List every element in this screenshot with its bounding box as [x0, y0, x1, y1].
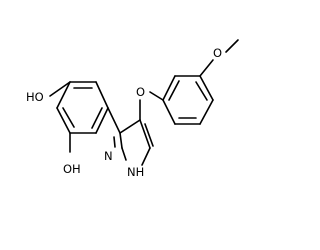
- bond: [225, 39, 239, 53]
- double-bond-inner: [62, 107, 75, 128]
- bond: [56, 81, 71, 109]
- bond: [149, 91, 164, 101]
- methoxy-bonds: [199, 39, 239, 77]
- double-bond-inner: [91, 107, 103, 129]
- structure-canvas: HO OH N NH O: [26, 39, 239, 179]
- molecule-diagram: HO OH N NH O: [26, 39, 239, 179]
- biaryl-bond: [107, 107, 121, 134]
- hydroxyl-label-bottom: OH: [63, 162, 81, 176]
- bond: [162, 99, 176, 125]
- bond: [56, 107, 71, 134]
- bond: [49, 81, 71, 97]
- bond: [107, 107, 121, 134]
- double-bond-inner: [168, 80, 180, 101]
- ether-o-label: O: [136, 85, 145, 99]
- double-bond-inner: [144, 123, 154, 147]
- bond: [199, 99, 214, 125]
- bond: [199, 59, 214, 77]
- bond: [119, 119, 141, 134]
- ho-top-bond: [49, 81, 71, 97]
- double-bond-inner: [113, 136, 116, 148]
- methoxy-o-label: O: [213, 46, 222, 60]
- pyrazole-ring: [113, 119, 154, 166]
- pyrazole-n-label: N: [104, 149, 113, 163]
- pyrazole-nh-label: NH: [127, 165, 144, 179]
- resorcinol-ring: [56, 81, 109, 134]
- bond: [95, 81, 109, 109]
- bond: [95, 107, 109, 134]
- ether-bonds: [139, 91, 164, 121]
- bond: [162, 75, 176, 101]
- bond: [121, 147, 127, 161]
- bond: [199, 75, 214, 101]
- bond: [119, 132, 123, 149]
- double-bond-inner: [195, 81, 208, 101]
- bond: [139, 119, 151, 149]
- hydroxyl-label-top: HO: [26, 90, 44, 104]
- bond: [141, 147, 151, 166]
- methoxyphenyl-ring: [162, 75, 214, 125]
